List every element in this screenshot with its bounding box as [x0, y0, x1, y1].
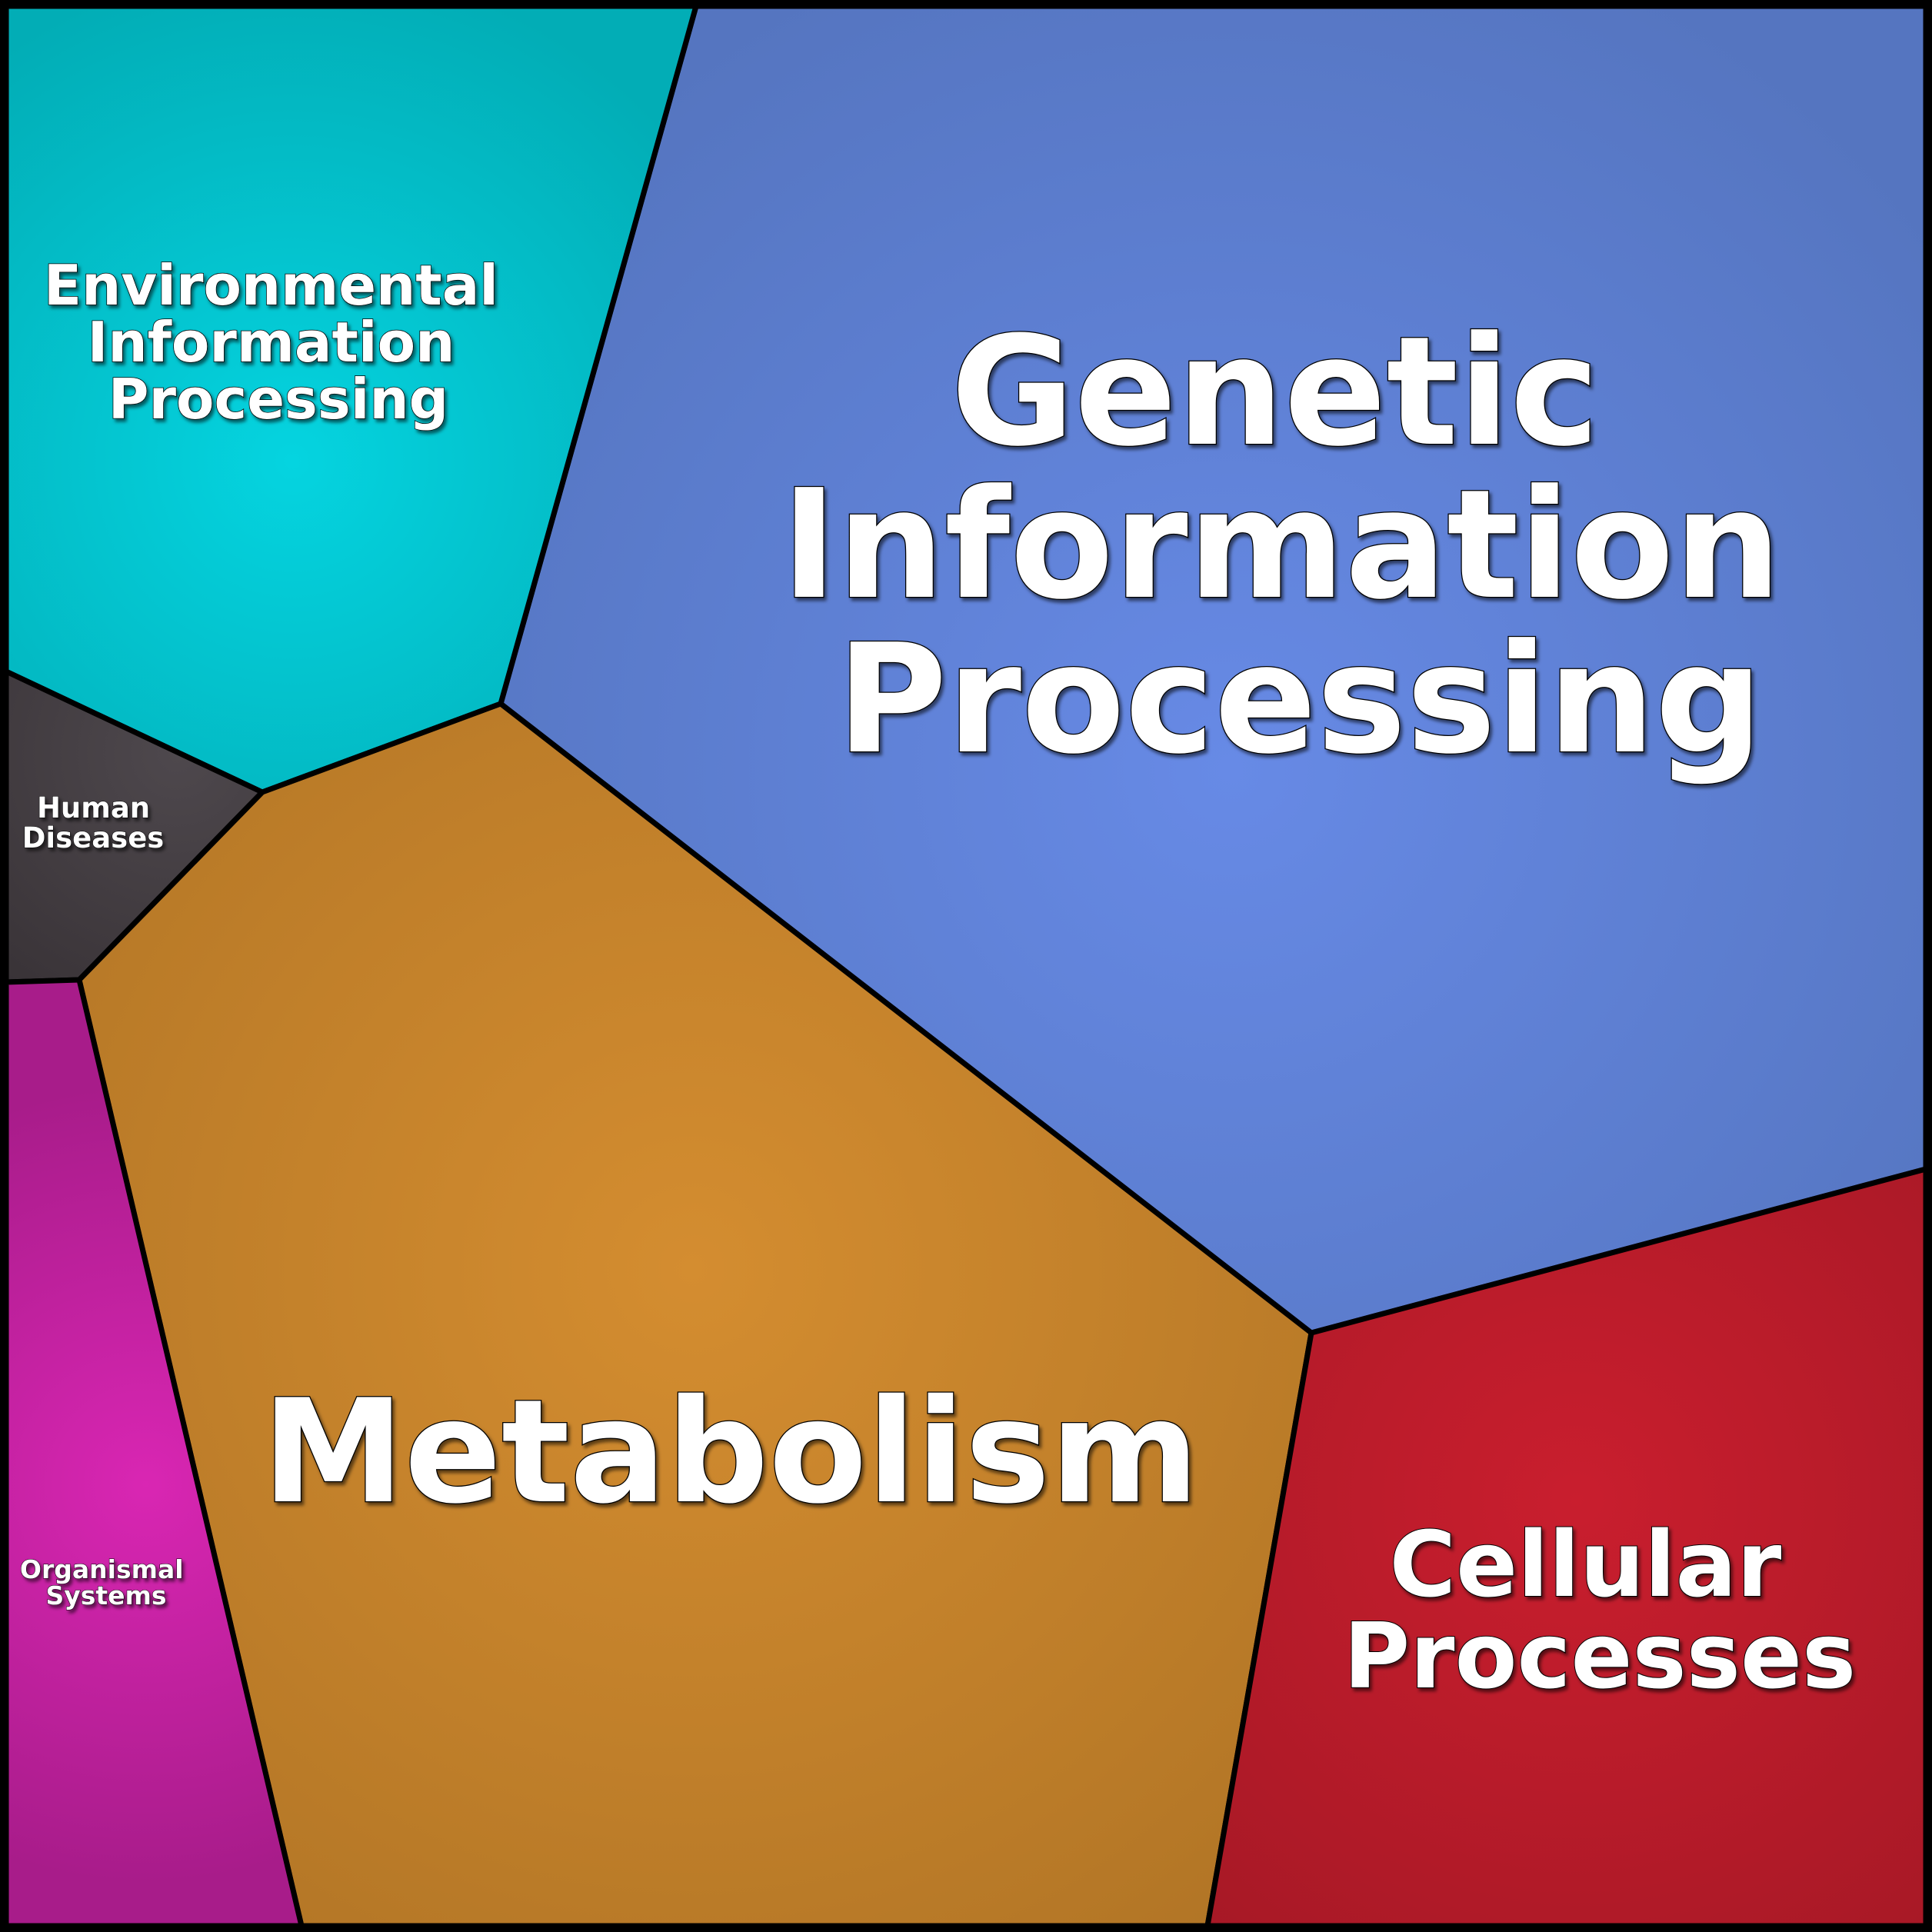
human-diseases-label: Human Diseases — [22, 791, 165, 854]
organismal-systems-label: Organismal Systems — [20, 1554, 192, 1611]
environmental-information-processing-label: Environmental Information Processing — [44, 253, 518, 431]
metabolism-label: Metabolism — [262, 1368, 1200, 1535]
genetic-information-processing-label: Genetic Information Processing — [781, 305, 1834, 788]
cellular-processes-label: Cellular Processes — [1344, 1511, 1856, 1709]
